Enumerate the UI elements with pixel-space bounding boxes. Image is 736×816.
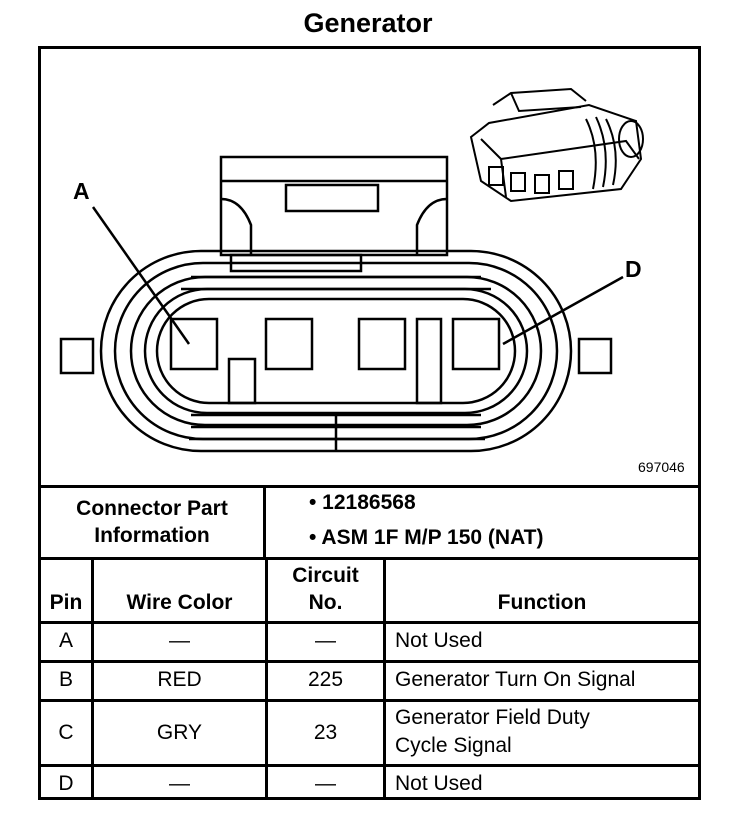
connector-info-label: Connector Part Information (76, 497, 228, 547)
row-d-circuit: — (315, 772, 336, 795)
divider-row-a (41, 660, 698, 663)
col-divider-circuit (383, 557, 386, 800)
left-tab (59, 337, 95, 375)
divider-info-vertical (263, 485, 266, 560)
pin-cavity-c (357, 317, 407, 371)
header-function: Function (497, 591, 587, 614)
latch-housing (219, 155, 449, 257)
part-number: • 12186568 (309, 491, 416, 514)
row-d-wire: — (169, 772, 190, 795)
pin-cavity-d (451, 317, 501, 371)
row-a-circuit: — (315, 629, 336, 652)
row-c-function: Generator Field Duty Cycle Signal (395, 706, 590, 757)
row-b-wire: RED (157, 668, 202, 691)
page-title: Generator (303, 8, 433, 38)
pin-cavity-a (169, 317, 219, 371)
assembly-info: • ASM 1F M/P 150 (NAT) (309, 526, 544, 549)
divider-diagram (41, 485, 698, 488)
row-d-pin: D (58, 772, 74, 795)
col-divider-pin (91, 557, 94, 800)
pin-label-a: A (73, 178, 90, 204)
header-wire-color: Wire Color (126, 591, 233, 614)
header-circuit-no: Circuit No. (292, 564, 359, 614)
pin-label-d: D (625, 256, 642, 282)
row-b-circuit: 225 (307, 668, 344, 691)
connector-sketch (469, 87, 644, 203)
row-c-pin: C (58, 721, 74, 744)
leader-line-d (502, 275, 624, 346)
col-divider-wire (265, 557, 268, 800)
divider-info (41, 557, 698, 560)
latch-window (284, 183, 380, 213)
row-c-wire: GRY (156, 721, 203, 744)
leader-line-a (91, 206, 191, 345)
row-a-wire: — (169, 629, 190, 652)
connector-frame: A D 697046 Connector Part Information • … (38, 46, 701, 800)
divider-row-b (41, 699, 698, 702)
header-pin: Pin (49, 591, 83, 614)
figure-number: 697046 (638, 459, 685, 475)
row-a-pin: A (58, 629, 73, 652)
row-c-circuit: 23 (313, 721, 338, 744)
row-d-function: Not Used (395, 772, 483, 795)
row-b-function: Generator Turn On Signal (395, 668, 636, 691)
connector-diagram: A D 697046 (59, 87, 685, 475)
row-b-pin: B (58, 668, 73, 691)
pin-cavity-b (264, 317, 314, 371)
divider-row-c (41, 764, 698, 767)
right-tab (577, 337, 613, 375)
row-a-function: Not Used (395, 629, 483, 652)
divider-header (41, 621, 698, 624)
